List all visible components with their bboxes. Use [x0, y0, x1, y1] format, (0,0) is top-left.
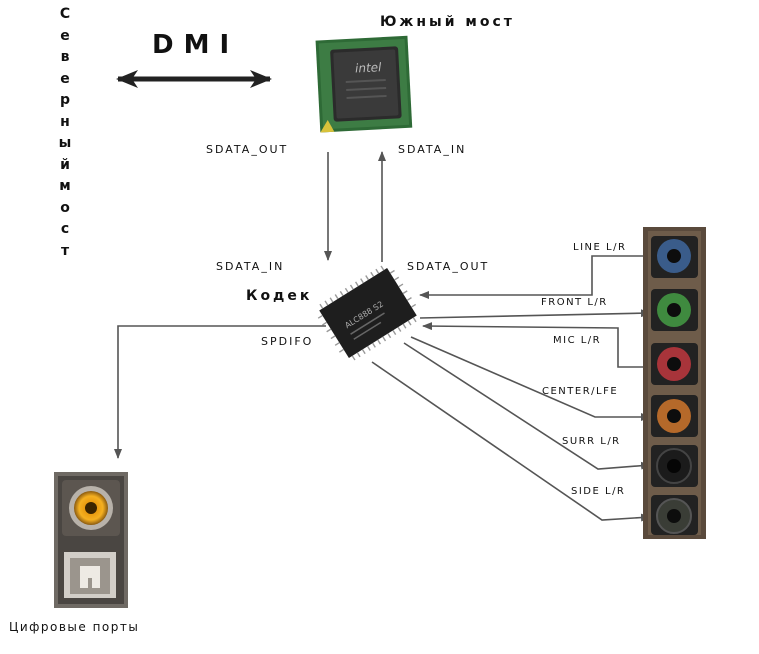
jack-label-surr: SURR L/R — [562, 436, 621, 447]
south-sdata-in-label: SDATA_IN — [398, 143, 467, 156]
north-bridge-label: Северный мост — [58, 6, 72, 259]
codec-label: Кодек — [246, 288, 313, 304]
jack-label-side: SIDE L/R — [571, 486, 626, 497]
side-arrow — [371, 361, 651, 522]
jack-label-center: CENTER/LFE — [542, 386, 619, 397]
jack-mic-icon — [651, 343, 698, 385]
coaxial-spdif-icon — [62, 480, 120, 536]
south-bridge-chip: intel — [315, 35, 413, 133]
jack-label-mic: MIC L/R — [553, 335, 602, 346]
audio-jack-panel — [643, 227, 706, 539]
front-out-arrow — [419, 309, 651, 319]
digital-ports-label: Цифровые порты — [9, 620, 140, 634]
south-bridge-label: Южный мост — [380, 14, 515, 30]
jack-front-icon — [651, 289, 698, 331]
center-lfe-arrow — [410, 336, 651, 421]
jack-line-icon — [651, 236, 698, 278]
surr-arrow — [403, 342, 651, 470]
jack-center-icon — [651, 395, 698, 437]
south-sdata-out-label: SDATA_OUT — [206, 143, 289, 156]
line-in-arrow — [419, 255, 663, 299]
jack-side-icon — [651, 495, 698, 535]
digital-ports-panel — [54, 472, 128, 608]
codec-sdata-in-label: SDATA_IN — [216, 260, 285, 273]
spdifo-arrow — [114, 325, 326, 459]
jack-surr-icon — [651, 445, 698, 487]
intel-logo: intel — [355, 60, 383, 75]
mic-in-arrow — [422, 322, 661, 368]
codec-chip: ALC888 S2 — [317, 265, 417, 361]
spdifo-label: SPDIFO — [261, 335, 314, 348]
jack-label-front: FRONT L/R — [541, 297, 608, 308]
codec-sdata-out-label: SDATA_OUT — [407, 260, 490, 273]
jack-label-line: LINE L/R — [573, 242, 627, 253]
dmi-label: DMI — [152, 30, 240, 60]
optical-toslink-icon — [64, 552, 116, 598]
